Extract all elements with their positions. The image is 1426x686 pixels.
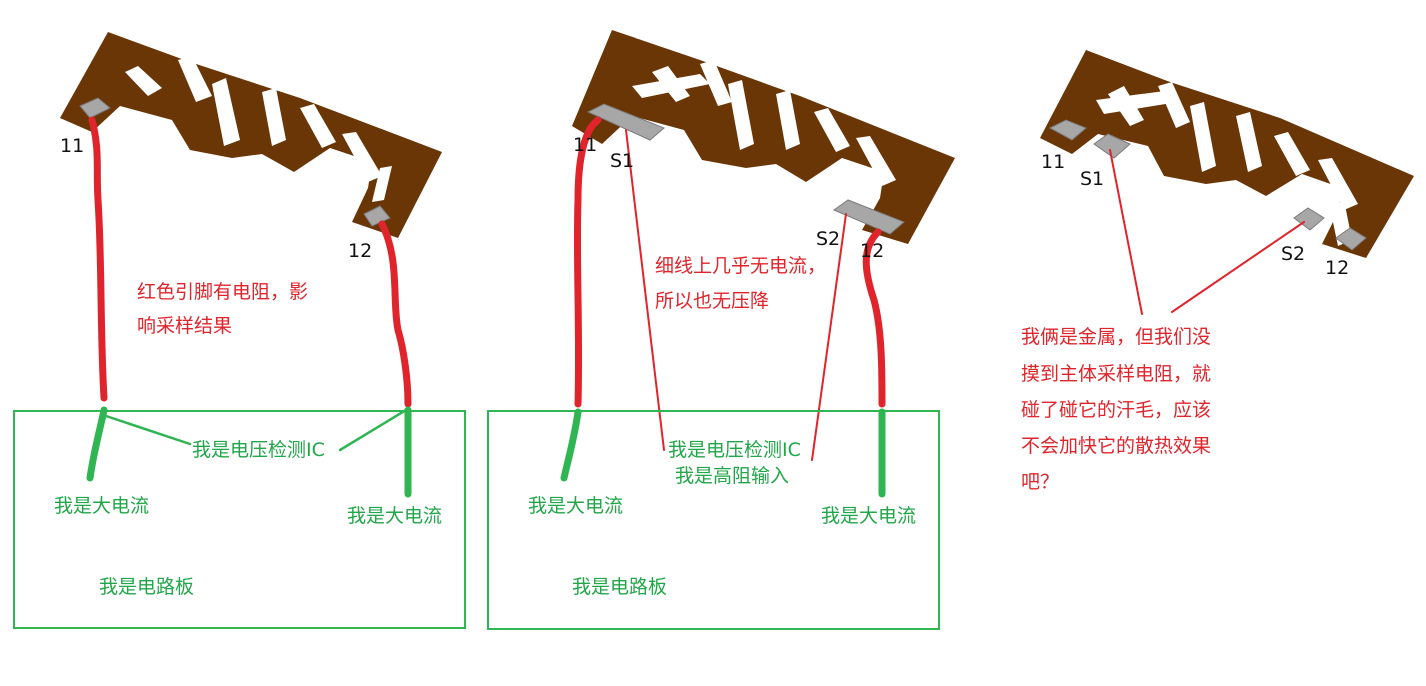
annotation-line-4: 不会加快它的散热效果 bbox=[1021, 435, 1212, 457]
annotation-line-2: 摸到主体采样电阻，就 bbox=[1021, 363, 1212, 385]
ic-label: 我是电压检测IC bbox=[192, 439, 325, 461]
pad-12 bbox=[832, 199, 905, 235]
pad-11 bbox=[1048, 119, 1087, 141]
sense-line-s2 bbox=[811, 213, 847, 461]
shunt-resistor-2 bbox=[572, 30, 955, 244]
pad-11 bbox=[586, 103, 665, 141]
pad-s1 bbox=[1093, 133, 1131, 159]
pointer-line-s1 bbox=[1109, 149, 1143, 315]
annotation-line-1: 细线上几乎无电流， bbox=[655, 255, 827, 277]
pin-label-12: 12 bbox=[860, 240, 885, 262]
board-label: 我是电路板 bbox=[99, 576, 195, 598]
annotation-line-2: 响采样结果 bbox=[137, 315, 233, 337]
red-lead-right bbox=[378, 220, 412, 408]
ic-connector-left bbox=[104, 414, 192, 446]
sense-label-s1: S1 bbox=[1080, 168, 1105, 190]
pin-label-12: 12 bbox=[1325, 257, 1350, 279]
pin-label-11: 11 bbox=[1041, 151, 1066, 173]
green-current-wire-left bbox=[86, 406, 108, 482]
resistor-body bbox=[572, 30, 955, 244]
ic-connector-right bbox=[338, 408, 408, 452]
current-label-right: 我是大电流 bbox=[821, 505, 917, 527]
sense-label-s2: S2 bbox=[816, 228, 841, 250]
pin-label-12: 12 bbox=[348, 240, 373, 262]
pad-s2 bbox=[1293, 207, 1325, 231]
current-label-left: 我是大电流 bbox=[54, 495, 150, 517]
board-label: 我是电路板 bbox=[572, 576, 668, 598]
pin-label-11: 11 bbox=[60, 135, 85, 157]
annotation-line-5: 吧？ bbox=[1021, 471, 1060, 493]
meander-slots bbox=[632, 60, 896, 186]
ic-label: 我是电压检测IC bbox=[668, 439, 801, 461]
red-lead-right bbox=[862, 228, 886, 408]
green-current-wire-left bbox=[560, 408, 582, 482]
red-lead-left bbox=[573, 116, 602, 408]
red-lead-left bbox=[88, 116, 108, 402]
resistor-body bbox=[60, 32, 442, 238]
shunt-resistor-3 bbox=[1040, 50, 1414, 258]
annotation-line-3: 碰了碰它的汗毛，应该 bbox=[1021, 399, 1212, 421]
ic-sub-label: 我是高阻输入 bbox=[675, 465, 790, 487]
annotation-line-1: 我俩是金属，但我们没 bbox=[1021, 326, 1212, 348]
pad-12 bbox=[363, 205, 391, 227]
pin-label-11: 11 bbox=[573, 134, 598, 156]
sense-label-s2: S2 bbox=[1281, 243, 1306, 265]
meander-slots bbox=[125, 56, 392, 202]
annotation-line-2: 所以也无压降 bbox=[655, 290, 770, 312]
current-label-left: 我是大电流 bbox=[528, 495, 624, 517]
pad-11 bbox=[79, 97, 111, 119]
annotation-line-1: 红色引脚有电阻，影 bbox=[137, 281, 309, 303]
sense-line-s1 bbox=[625, 129, 665, 451]
pad-12 bbox=[1335, 227, 1367, 251]
current-label-right: 我是大电流 bbox=[347, 505, 443, 527]
pointer-line-s2 bbox=[1171, 221, 1305, 313]
resistor-body bbox=[1040, 50, 1414, 258]
shunt-resistor-1 bbox=[60, 32, 442, 238]
sense-label-s1: S1 bbox=[610, 150, 635, 172]
circuit-board-1 bbox=[13, 410, 466, 629]
circuit-board-2 bbox=[487, 410, 940, 630]
